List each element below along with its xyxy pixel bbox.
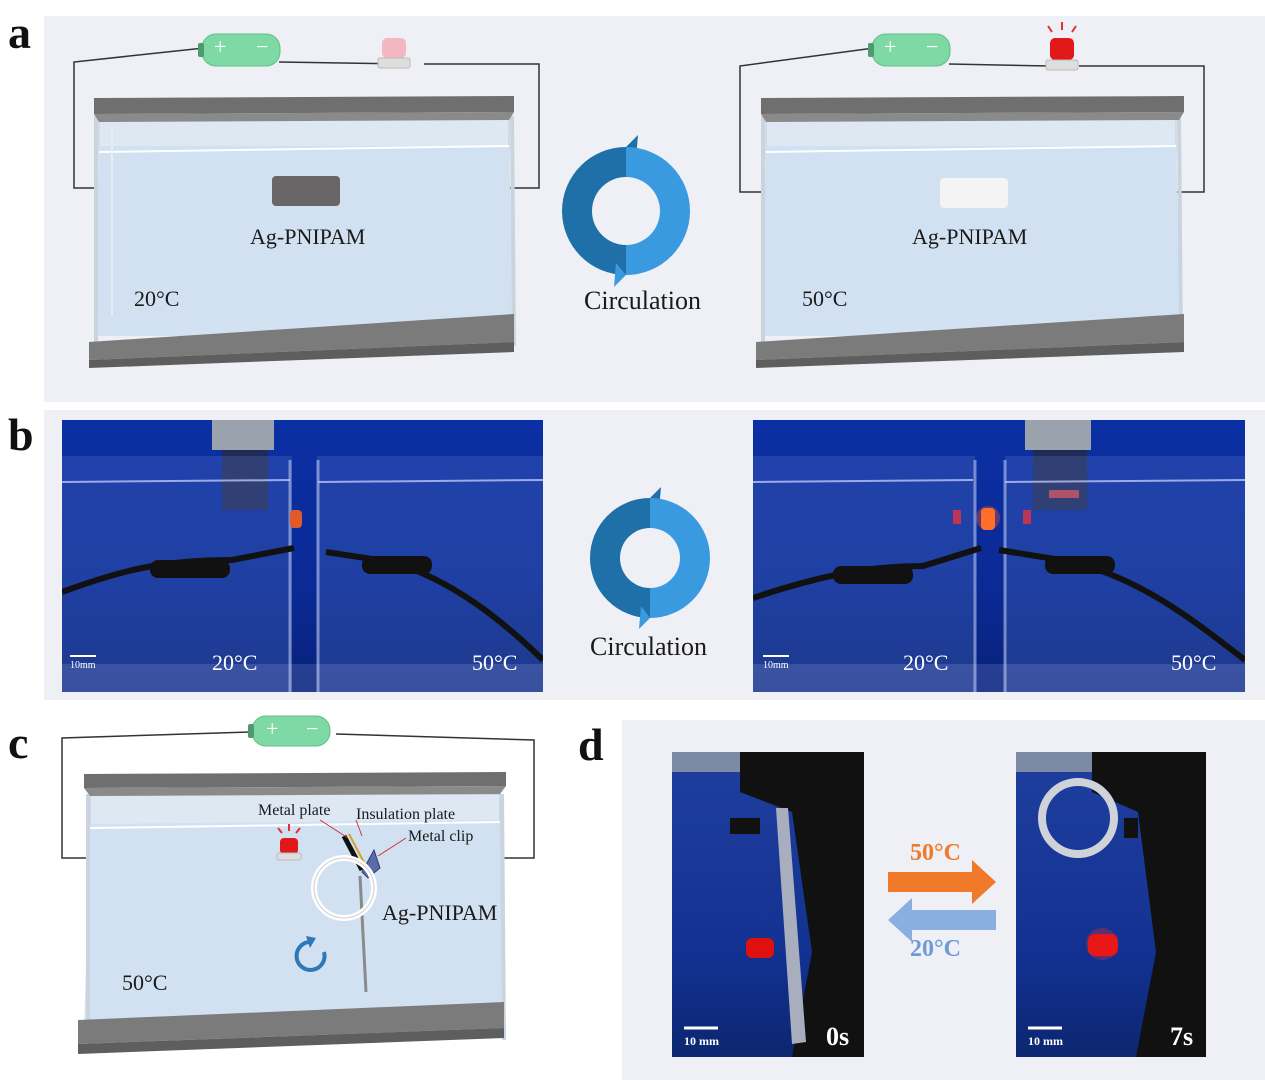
photo-d-left: 10 mm 0s — [672, 752, 864, 1057]
photo-b-right: 10mm 20°C 50°C — [753, 420, 1245, 692]
battery-plus-a-right: + — [884, 34, 897, 59]
battery-plus-a-left: + — [214, 34, 227, 59]
temp-b-right-50: 50°C — [1171, 650, 1217, 675]
temp-b-left-20: 20°C — [212, 650, 258, 675]
scale-bar-label-b-right: 10mm — [763, 660, 789, 671]
circulation-arrows-a — [562, 135, 690, 287]
sample-label-c: Ag-PNIPAM — [382, 900, 498, 925]
metal-plate-label: Metal plate — [258, 802, 331, 819]
metal-clip-label: Metal clip — [408, 828, 474, 845]
temperature-a-left: 20°C — [134, 286, 180, 311]
temp-b-left-50: 50°C — [472, 650, 518, 675]
panel-d: 10 mm 0s 50°C 20°C 10 mm 7s — [622, 720, 1265, 1080]
scale-bar-label-d-right: 10 mm — [1028, 1034, 1063, 1048]
panel-label-c: c — [8, 717, 29, 768]
battery-plus-c: + — [266, 716, 279, 741]
temperature-a-right: 50°C — [802, 286, 848, 311]
reverse-temp-label: 20°C — [910, 936, 961, 962]
photo-d-right: 10 mm 7s — [1016, 752, 1206, 1057]
cycle-label-a: Circulation — [584, 286, 701, 315]
battery-minus-a-right: − — [926, 34, 939, 59]
insulation-plate-label: Insulation plate — [356, 806, 456, 823]
panel-c-schematic — [61, 715, 535, 1054]
right-tank — [739, 22, 1205, 368]
sample-label-a-right: Ag-PNIPAM — [912, 224, 1028, 249]
panel-label-b: b — [8, 409, 34, 460]
sample-label-a-left: Ag-PNIPAM — [250, 224, 366, 249]
battery-minus-c: − — [306, 716, 319, 741]
panel-c: + − Metal plate Insulation plate Metal c… — [44, 710, 564, 1080]
scale-bar-label-b-left: 10mm — [70, 660, 96, 671]
time-label-d-right: 7s — [1170, 1022, 1194, 1051]
panel-label-d: d — [578, 719, 604, 770]
panel-a-schematic — [73, 22, 1205, 368]
time-label-d-left: 0s — [826, 1022, 850, 1051]
left-tank — [73, 33, 540, 368]
temp-b-right-20: 20°C — [903, 650, 949, 675]
panel-label-a: a — [8, 7, 31, 58]
panel-a: + − + − Ag-PNIPAM 20°C Circulation Ag-PN… — [44, 16, 1265, 402]
scale-bar-label-d-left: 10 mm — [684, 1034, 719, 1048]
forward-temp-label: 50°C — [910, 840, 961, 866]
panel-b: 10mm 20°C 50°C Circulation — [44, 410, 1265, 700]
cycle-label-b: Circulation — [590, 632, 707, 661]
photo-b-left: 10mm 20°C 50°C — [62, 420, 543, 692]
temperature-c: 50°C — [122, 970, 168, 995]
battery-minus-a-left: − — [256, 34, 269, 59]
